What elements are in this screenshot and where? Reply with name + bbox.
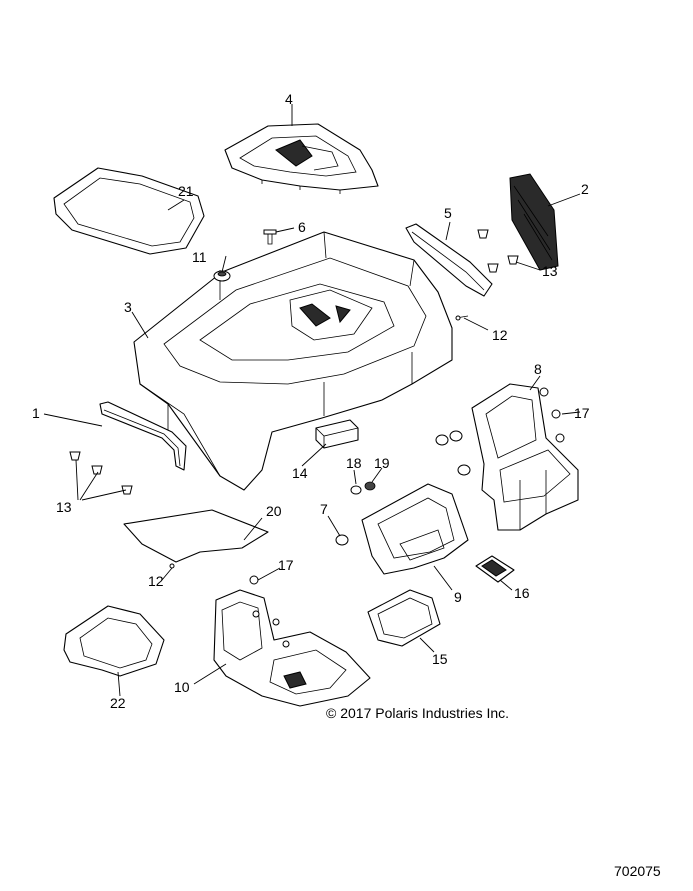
part-9-seat-bracket [361, 483, 469, 575]
callout-14: 14 [292, 465, 308, 481]
callout-10: 10 [174, 679, 190, 695]
callout-15: 15 [432, 651, 448, 667]
hardware [69, 229, 565, 648]
leader-lines [43, 104, 581, 697]
part-2-vent-grille [509, 173, 559, 271]
callout-18: 18 [346, 455, 362, 471]
callout-3: 3 [124, 299, 132, 315]
part-8-storage-bin [471, 383, 579, 531]
callout-13-upper: 13 [542, 263, 558, 279]
part-22-panel [63, 605, 165, 677]
part-15-tray [367, 589, 441, 647]
part-4-cargo-cover [224, 123, 379, 194]
diagram-part-number: 702075 [614, 863, 661, 879]
part-5-side-trim [405, 223, 493, 297]
part-20-panel [123, 509, 269, 563]
part-21-mat [53, 167, 205, 255]
callout-11: 11 [192, 249, 207, 265]
callout-7: 7 [320, 501, 328, 517]
part-10-floor-pan [213, 589, 371, 707]
callout-20: 20 [266, 503, 282, 519]
part-14-block [315, 419, 359, 449]
callout-12-upper: 12 [492, 327, 508, 343]
callout-17-upper: 17 [574, 405, 590, 421]
callout-21: 21 [178, 183, 194, 199]
callout-22: 22 [110, 695, 126, 711]
callout-6: 6 [298, 219, 306, 235]
copyright-text: © 2017 Polaris Industries Inc. [326, 705, 509, 721]
callout-12-lower: 12 [148, 573, 164, 589]
callout-1: 1 [32, 405, 40, 421]
callout-16: 16 [514, 585, 530, 601]
callout-5: 5 [444, 205, 452, 221]
callouts: 4 2 21 5 6 11 13 3 12 8 1 17 14 18 19 13… [32, 91, 590, 711]
part-16-pad [475, 555, 515, 583]
callout-8: 8 [534, 361, 542, 377]
callout-19: 19 [374, 455, 390, 471]
callout-13-lower: 13 [56, 499, 72, 515]
callout-17-lower: 17 [278, 557, 294, 573]
callout-4: 4 [285, 91, 293, 107]
callout-9: 9 [454, 589, 462, 605]
callout-2: 2 [581, 181, 589, 197]
part-1-side-rail [99, 401, 187, 471]
part-3-cargo-box [133, 231, 453, 491]
